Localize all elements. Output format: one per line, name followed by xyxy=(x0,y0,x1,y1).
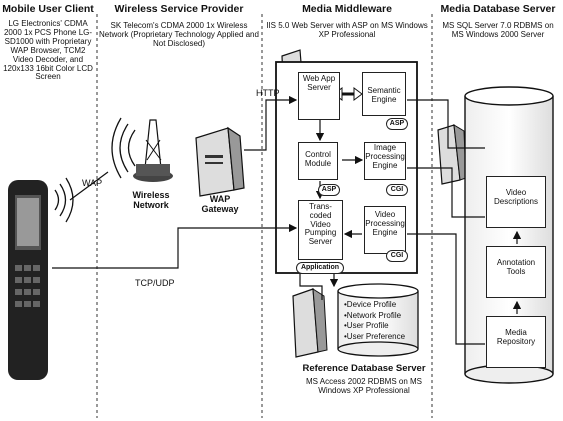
database-title: Media Database Server xyxy=(436,4,560,16)
wap-gateway-label: WAP Gateway xyxy=(192,194,248,214)
client-desc: LG Electronics' CDMA 2000 1x PCS Phone L… xyxy=(0,20,96,83)
annotation-tools-label: Annotation Tools xyxy=(497,258,535,276)
reference-item: •User Profile xyxy=(344,321,416,332)
media-repository-box: Media Repository xyxy=(486,316,546,368)
phone-icon xyxy=(8,180,48,380)
video-descriptions-label: Video Descriptions xyxy=(494,188,538,206)
network-signal-icon xyxy=(112,118,135,178)
video-engine-label: Video Processing Engine xyxy=(365,210,405,237)
control-module-box: Control Module xyxy=(298,142,338,180)
web-app-server-box: Web App Server xyxy=(298,72,340,120)
application-badge: Application xyxy=(296,262,344,274)
client-title: Mobile User Client xyxy=(0,4,96,16)
tcpudp-label: TCP/UDP xyxy=(135,278,175,288)
asp-badge-semantic: ASP xyxy=(386,118,408,130)
web-app-server-label: Web App Server xyxy=(303,74,335,92)
reference-db-items: •Device Profile •Network Profile •User P… xyxy=(344,300,416,342)
reference-db-desc: MS Access 2002 RDBMS on MS Windows XP Pr… xyxy=(296,378,432,396)
image-engine-label: Image Processing Engine xyxy=(365,143,405,170)
client-column: Mobile User Client LG Electronics' CDMA … xyxy=(0,4,96,82)
wireless-column: Wireless Service Provider SK Telecom's C… xyxy=(98,4,260,49)
semantic-engine-box: Semantic Engine xyxy=(362,72,406,116)
transcoded-video-box: Trans-coded Video Pumping Server xyxy=(298,200,343,260)
database-column: Media Database Server MS SQL Server 7.0 … xyxy=(436,4,560,40)
wireless-desc: SK Telecom's CDMA 2000 1x Wireless Netwo… xyxy=(98,22,260,49)
asp-badge-control: ASP xyxy=(318,184,340,196)
antenna-tower-icon xyxy=(133,120,173,182)
cgi-badge-video: CGI xyxy=(386,250,408,262)
middleware-title: Media Middleware xyxy=(264,4,430,16)
http-label: HTTP xyxy=(256,88,280,98)
image-engine-box: Image Processing Engine xyxy=(364,142,406,180)
annotation-tools-box: Annotation Tools xyxy=(486,246,546,298)
video-descriptions-box: Video Descriptions xyxy=(486,176,546,228)
middleware-desc: IIS 5.0 Web Server with ASP on MS Window… xyxy=(264,22,430,40)
cgi-badge-image: CGI xyxy=(386,184,408,196)
wap-label: WAP xyxy=(82,178,102,188)
transcoded-video-label: Trans-coded Video Pumping Server xyxy=(305,202,337,246)
database-desc: MS SQL Server 7.0 RDBMS on MS Windows 20… xyxy=(436,22,560,40)
reference-db-title: Reference Database Server xyxy=(296,364,432,375)
reference-db-caption: Reference Database Server MS Access 2002… xyxy=(296,364,432,396)
semantic-engine-label: Semantic Engine xyxy=(367,86,400,104)
wireless-network-label: Wireless Network xyxy=(126,190,176,210)
video-engine-box: Video Processing Engine xyxy=(364,206,406,254)
wap-gateway-server-icon xyxy=(196,128,244,196)
reference-item: •Device Profile xyxy=(344,300,416,311)
middleware-column: Media Middleware IIS 5.0 Web Server with… xyxy=(264,4,430,40)
media-repository-label: Media Repository xyxy=(497,328,535,346)
reference-item: •Network Profile xyxy=(344,311,416,322)
reference-item: •User Preference xyxy=(344,332,416,343)
wireless-title: Wireless Service Provider xyxy=(98,4,260,16)
control-module-label: Control Module xyxy=(305,150,331,168)
